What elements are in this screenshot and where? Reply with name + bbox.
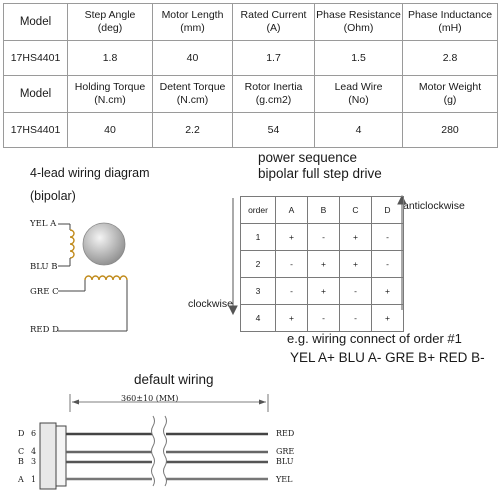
wiring-diagram-title: 4-lead wiring diagram	[30, 166, 150, 180]
sequence-header-cell: order	[240, 196, 276, 224]
wiring-diagram-subtitle: (bipolar)	[30, 189, 76, 203]
power-sequence-subtitle: bipolar full step drive	[258, 166, 382, 181]
header-cell: Motor Weight(g)	[402, 75, 498, 113]
sequence-cell: -	[275, 250, 308, 278]
value-cell: 2.8	[402, 40, 498, 76]
sequence-cell: -	[275, 277, 308, 305]
sequence-header-cell: A	[275, 196, 308, 224]
header-cell: Rotor Inertia(g.cm2)	[232, 75, 315, 113]
specs-row-1-values: 17HS4401 1.8 40 1.7 1.5 2.8	[3, 40, 498, 76]
sequence-cell: +	[371, 304, 404, 332]
cable-length-label: 360±10 (MM)	[121, 394, 179, 403]
sequence-cell: +	[371, 277, 404, 305]
wire-label-blu-b: BLU B	[30, 262, 58, 272]
sequence-cell: 1	[240, 223, 276, 251]
specs-row-2-headers: Model Holding Torque(N.cm) Detent Torque…	[3, 75, 498, 113]
sequence-header-cell: D	[371, 196, 404, 224]
example-wiring-code: YEL A+ BLU A- GRE B+ RED B-	[290, 350, 485, 365]
sequence-cell: +	[275, 223, 308, 251]
pin-letter: B	[18, 457, 24, 466]
pin-number: 4	[31, 447, 37, 456]
sequence-cell: -	[307, 304, 340, 332]
sequence-cell: -	[339, 304, 372, 332]
sequence-cell: +	[307, 277, 340, 305]
sequence-cell: +	[339, 223, 372, 251]
sequence-header-row: order A B C D	[240, 196, 404, 224]
default-wiring-title: default wiring	[134, 372, 214, 387]
pin-number: 3	[31, 457, 37, 466]
sequence-row: 2 - + + -	[240, 250, 404, 278]
value-cell: 1.5	[314, 40, 403, 76]
header-cell: Phase Inductance(mH)	[402, 3, 498, 41]
pin-letter: D	[18, 429, 25, 438]
sequence-cell: +	[339, 250, 372, 278]
sequence-cell: -	[371, 223, 404, 251]
sequence-cell: -	[339, 277, 372, 305]
sequence-header-cell: C	[339, 196, 372, 224]
anticlockwise-label: anticlockwise	[403, 200, 465, 212]
header-cell: Lead Wire(No)	[314, 75, 403, 113]
sequence-cell: -	[371, 250, 404, 278]
sequence-row: 4 + - - +	[240, 304, 404, 332]
header-cell: Model	[3, 3, 68, 41]
power-sequence-title: power sequence	[258, 150, 358, 165]
pin-letter: A	[18, 475, 24, 484]
value-cell: 4	[314, 112, 403, 148]
sequence-row: 1 + - + -	[240, 223, 404, 251]
rotor-shape	[82, 222, 126, 266]
example-heading: e.g. wiring connect of order #1	[287, 331, 462, 346]
pin-letter: C	[18, 447, 25, 456]
value-cell: 1.7	[232, 40, 315, 76]
wire-label-yel-a: YEL A	[30, 219, 57, 229]
header-cell: Holding Torque(N.cm)	[67, 75, 153, 113]
wire-end-label-yel: YEL	[276, 475, 293, 484]
value-cell: 280	[402, 112, 498, 148]
header-cell: Step Angle(deg)	[67, 3, 153, 41]
header-cell: Phase Resistance(Ohm)	[314, 3, 403, 41]
specs-table: Model Step Angle(deg) Motor Length(mm) R…	[3, 3, 498, 148]
value-cell: 54	[232, 112, 315, 148]
value-cell: 17HS4401	[3, 112, 68, 148]
value-cell: 40	[152, 40, 233, 76]
down-arrow-icon	[228, 305, 238, 316]
value-cell: 1.8	[67, 40, 153, 76]
wire-end-label-gre: GRE	[276, 447, 295, 456]
pin-number: 6	[31, 429, 37, 438]
sequence-cell: +	[307, 250, 340, 278]
cable-drawing	[39, 394, 269, 490]
power-sequence-table: order A B C D 1 + - + - 2 - + + - 3 - + …	[240, 196, 404, 332]
sequence-cell: 3	[240, 277, 276, 305]
wire-label-red-d: RED D	[30, 325, 59, 335]
wire-label-gre-c: GRE C	[30, 287, 59, 297]
wire-end-label-blu: BLU	[276, 457, 294, 466]
wiring-diagram-drawing	[58, 222, 128, 332]
sequence-row: 3 - + - +	[240, 277, 404, 305]
sequence-cell: 4	[240, 304, 276, 332]
header-cell: Model	[3, 75, 68, 113]
value-cell: 2.2	[152, 112, 233, 148]
specs-row-2-values: 17HS4401 40 2.2 54 4 280	[3, 112, 498, 148]
sequence-cell: -	[307, 223, 340, 251]
header-cell: Rated Current(A)	[232, 3, 315, 41]
sequence-cell: +	[275, 304, 308, 332]
clockwise-label: clockwise	[188, 298, 233, 310]
wire-end-label-red: RED	[276, 429, 295, 438]
header-cell: Motor Length(mm)	[152, 3, 233, 41]
sequence-header-cell: B	[307, 196, 340, 224]
specs-row-1-headers: Model Step Angle(deg) Motor Length(mm) R…	[3, 3, 498, 41]
sequence-cell: 2	[240, 250, 276, 278]
value-cell: 40	[67, 112, 153, 148]
pin-number: 1	[31, 475, 37, 484]
